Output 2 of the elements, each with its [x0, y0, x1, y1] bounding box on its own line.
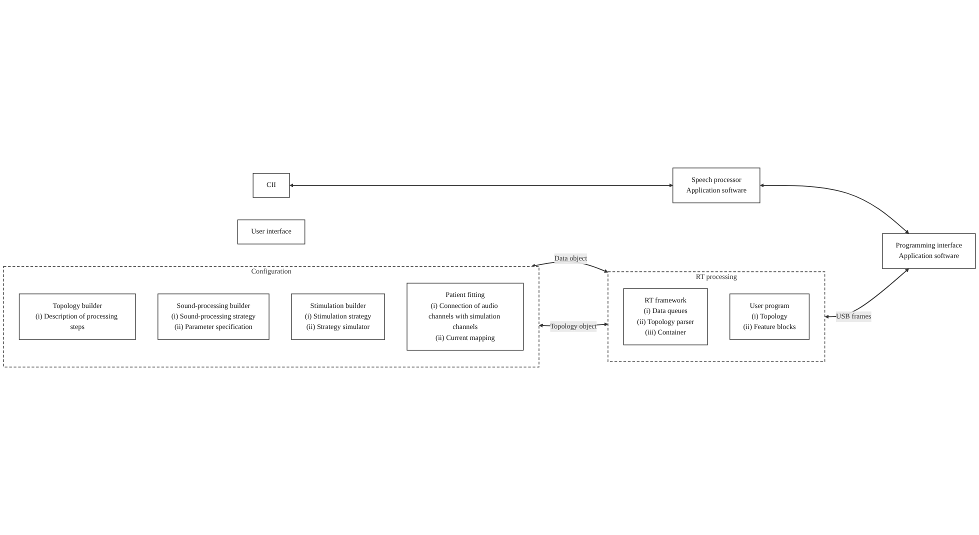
arrow — [289, 183, 674, 188]
arrow — [760, 183, 910, 234]
